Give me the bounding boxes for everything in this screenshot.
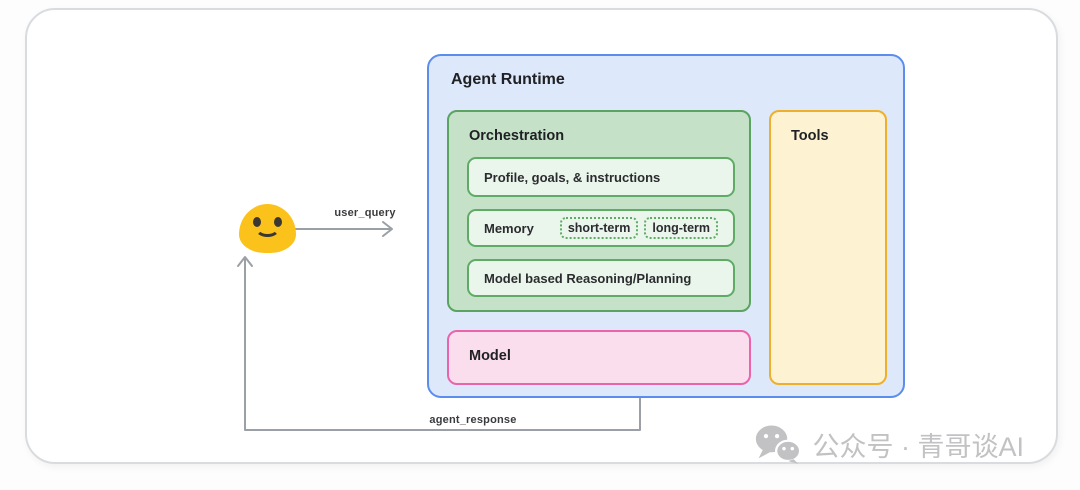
user-smiley-icon: [239, 204, 296, 253]
agent-runtime-title: Agent Runtime: [451, 71, 565, 88]
model-box: Model: [447, 330, 751, 385]
emoji-right-eye: [274, 217, 282, 227]
user-query-arrowhead: [382, 221, 393, 237]
memory-label: Memory: [484, 220, 534, 236]
long-term-memory-chip: long-term: [644, 217, 718, 239]
agent-response-arrowhead: [237, 256, 253, 267]
tools-box: Tools: [769, 110, 887, 385]
profile-goals-instructions-label: Profile, goals, & instructions: [484, 169, 661, 185]
user-query-label: user_query: [334, 207, 396, 219]
memory-chip-group: short-term long-term: [559, 217, 718, 239]
diagram-card: user_query agent_response Agent Runtime …: [25, 8, 1058, 464]
orchestration-title: Orchestration: [469, 128, 565, 144]
agent-runtime-box: Agent Runtime Orchestration Profile, goa…: [427, 54, 905, 398]
watermark: 公众号 · 青哥谈AI: [754, 424, 1024, 464]
agent-response-label: agent_response: [429, 414, 517, 426]
orchestration-box: Orchestration Profile, goals, & instruct…: [447, 110, 751, 312]
model-title: Model: [469, 348, 511, 364]
emoji-smile: [255, 219, 280, 237]
memory-item: Memory short-term long-term: [467, 209, 735, 247]
profile-goals-instructions-item: Profile, goals, & instructions: [467, 157, 735, 197]
short-term-memory-chip: short-term: [559, 217, 639, 239]
reasoning-planning-label: Model based Reasoning/Planning: [484, 270, 692, 286]
wechat-icon: [754, 424, 802, 464]
reasoning-planning-item: Model based Reasoning/Planning: [467, 259, 735, 297]
watermark-text: 公众号 · 青哥谈AI: [812, 431, 1024, 462]
tools-title: Tools: [791, 128, 829, 144]
